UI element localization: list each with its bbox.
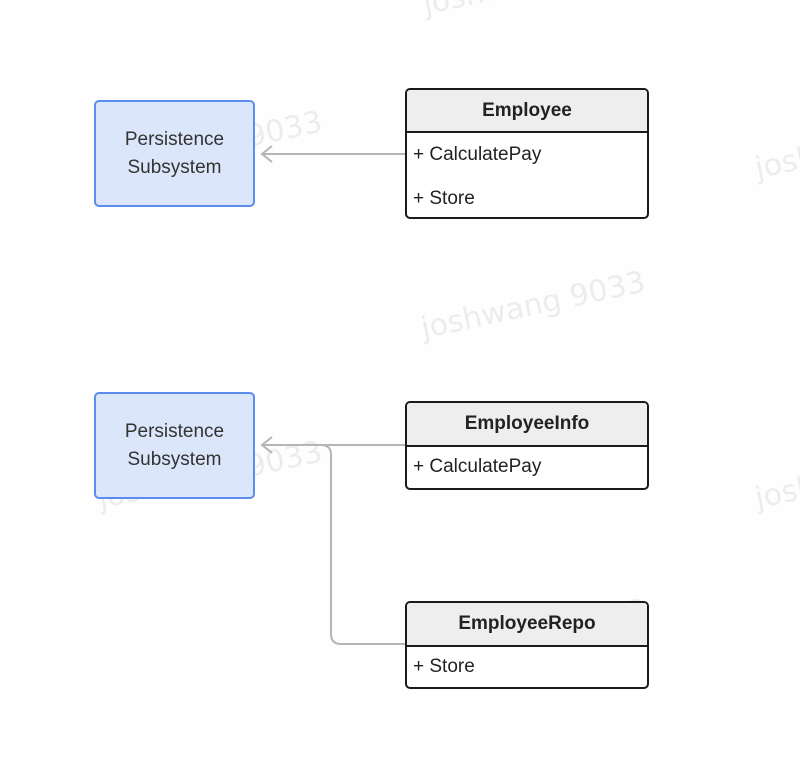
- connector-employeerepo-to-subsystem: [262, 444, 405, 645]
- method-store: + Store: [413, 656, 475, 677]
- class-name: Employee: [407, 90, 647, 133]
- class-employeeinfo[interactable]: EmployeeInfo + CalculatePay: [405, 401, 649, 490]
- class-employeerepo[interactable]: EmployeeRepo + Store: [405, 601, 649, 689]
- persistence-subsystem-box[interactable]: Persistence Subsystem: [94, 392, 255, 499]
- class-employee[interactable]: Employee + CalculatePay + Store: [405, 88, 649, 219]
- class-name: EmployeeInfo: [407, 403, 647, 447]
- subsystem-label-line2: Subsystem: [127, 448, 222, 470]
- arrowhead: [260, 145, 273, 163]
- method-store: + Store: [413, 188, 475, 209]
- class-name: EmployeeRepo: [407, 603, 647, 647]
- subsystem-label-line1: Persistence: [124, 128, 225, 150]
- method-calculatepay: + CalculatePay: [413, 144, 542, 165]
- method-calculatepay: + CalculatePay: [413, 456, 542, 477]
- subsystem-label-line1: Persistence: [124, 420, 225, 442]
- subsystem-label-line2: Subsystem: [127, 156, 222, 178]
- persistence-subsystem-box[interactable]: Persistence Subsystem: [94, 100, 255, 207]
